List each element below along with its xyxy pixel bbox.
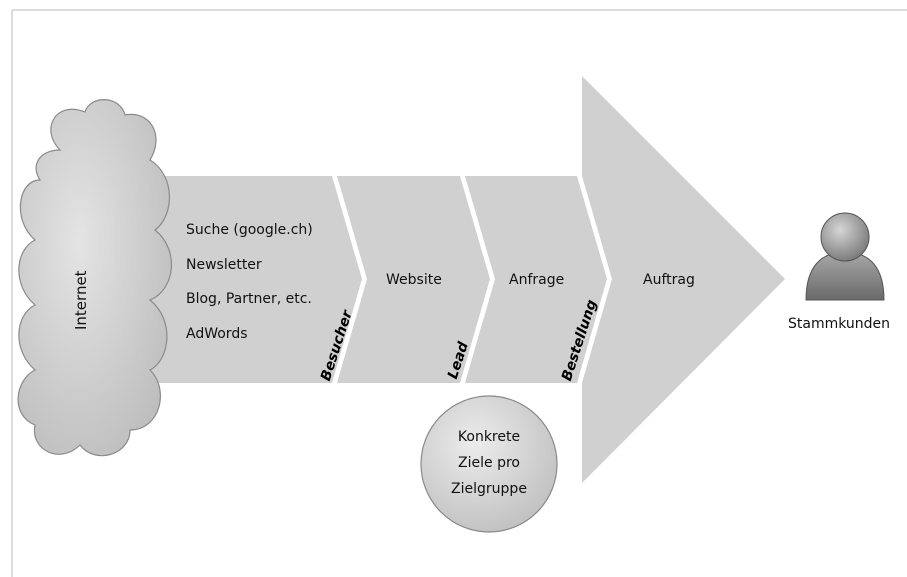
source-item-search: Suche (google.ch) <box>186 222 313 238</box>
stage-label-anfrage: Anfrage <box>509 272 565 288</box>
source-item-newsletter: Newsletter <box>186 256 262 273</box>
goal-line-2: Ziele pro <box>458 455 520 471</box>
source-item-blog: Blog, Partner, etc. <box>186 291 312 307</box>
stage-arrow-auftrag <box>582 76 785 483</box>
goal-circle <box>420 395 558 533</box>
stage-band-sources <box>150 176 362 383</box>
person-icon <box>805 212 885 301</box>
goal-line-3: Zielgruppe <box>451 481 527 497</box>
internet-label: Internet <box>72 270 90 330</box>
goal-text: Konkrete Ziele pro Zielgruppe <box>421 396 557 532</box>
source-item-adwords: AdWords <box>186 325 248 342</box>
internet-cloud <box>17 99 172 457</box>
goal-line-1: Konkrete <box>457 429 521 445</box>
stage-band-anfrage <box>465 176 607 383</box>
stage-label-auftrag: Auftrag <box>643 272 695 288</box>
customer-label: Stammkunden <box>788 316 891 332</box>
stage-label-website: Website <box>386 272 442 288</box>
stage-band-website <box>337 176 490 383</box>
traffic-source-list: Suche (google.ch) Newsletter Blog, Partn… <box>186 220 313 358</box>
